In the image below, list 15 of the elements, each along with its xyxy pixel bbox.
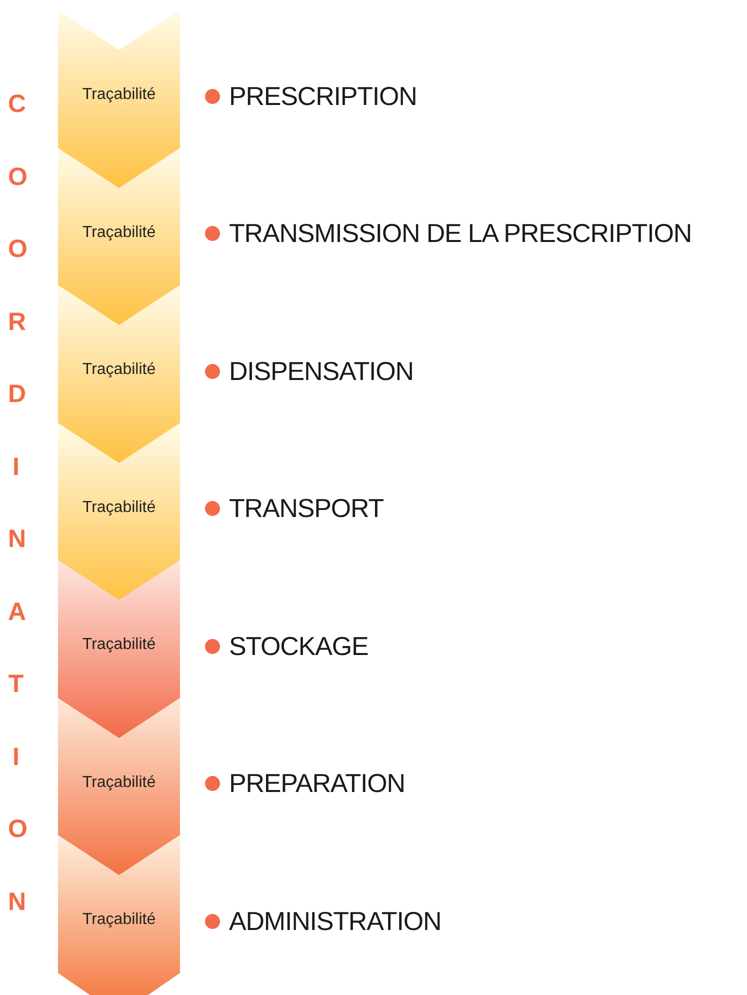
step-label: PRESCRIPTION — [229, 80, 417, 112]
chevron-label: Traçabilité — [81, 86, 157, 104]
step-label: PREPARATION — [229, 768, 405, 799]
step-label: ADMINISTRATION — [229, 906, 442, 936]
vertical-heading: COORDINATION — [8, 89, 24, 918]
chevron-label: Traçabilité — [81, 636, 157, 654]
chevron-label: Traçabilité — [81, 498, 157, 516]
chevron-label: Traçabilité — [81, 361, 157, 379]
step-label: TRANSPORT — [229, 493, 384, 524]
chevron-label: Traçabilité — [81, 224, 157, 242]
chevron-label: Traçabilité — [81, 911, 157, 929]
step-label: STOCKAGE — [229, 630, 368, 662]
step-label: TRANSMISSION DE LA PRESCRIPTION — [229, 218, 692, 249]
step-label: DISPENSATION — [229, 356, 414, 386]
chevron-label: Traçabilité — [81, 774, 157, 792]
